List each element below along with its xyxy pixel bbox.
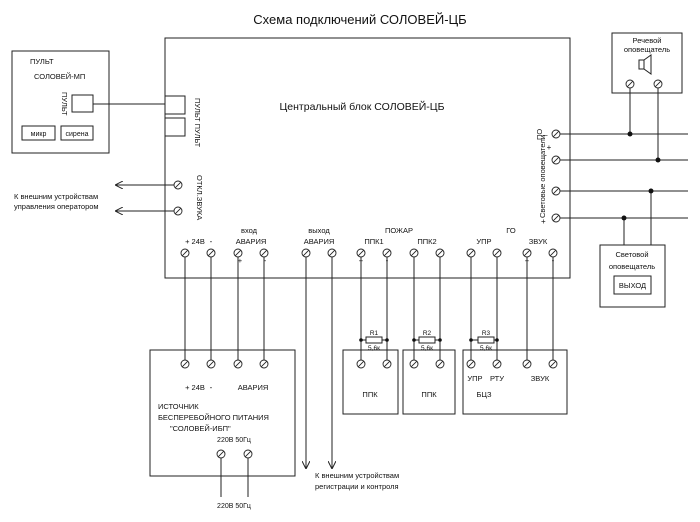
pult-title2: СОЛОВЕЙ-МП xyxy=(34,72,85,81)
bcz-zvuk: ЗВУК xyxy=(531,374,550,383)
pult-connector-1 xyxy=(164,95,186,115)
po-plus: + xyxy=(547,143,552,152)
diagram-title: Схема подключений СОЛОВЕЙ-ЦБ xyxy=(253,12,466,27)
central-block xyxy=(164,37,571,279)
vhod-avaria-label: АВАРИЯ xyxy=(236,237,267,246)
r1-value: 5,6к xyxy=(368,345,380,352)
r3-resistor xyxy=(477,336,495,344)
zvuk-label: ЗВУК xyxy=(529,237,548,246)
mic-button-label: микр xyxy=(31,131,47,138)
vhod-plus: + xyxy=(238,256,243,265)
r2-label: R2 xyxy=(423,330,432,337)
ppk2-box-label: ППК xyxy=(421,390,437,399)
ups-avaria: АВАРИЯ xyxy=(238,383,269,392)
vhod-label: вход xyxy=(241,226,258,235)
light-line2: оповещатель xyxy=(609,262,655,271)
ext-ops-line1: К внешним устройствам xyxy=(14,192,98,201)
mic-button xyxy=(21,125,56,141)
svet-label: Световые оповещатели xyxy=(538,135,547,218)
siren-button-label: сирена xyxy=(66,131,89,138)
ppk1-box-label: ППК xyxy=(362,390,378,399)
go-label: ГО xyxy=(506,226,516,235)
bcz-rtu: РТУ xyxy=(490,374,504,383)
upr-label: УПР xyxy=(476,237,491,246)
speaker-line2: оповещатель xyxy=(624,45,670,54)
ext-reg-line1: К внешним устройствам xyxy=(315,471,399,480)
ups-line3: "СОЛОВЕЙ-ИБП" xyxy=(170,424,231,433)
vyhod-avaria-label: АВАРИЯ xyxy=(304,237,335,246)
bcz-upr: УПР xyxy=(467,374,482,383)
ppk1-box xyxy=(342,349,399,415)
ext-reg-line2: регистрации и контроля xyxy=(315,482,399,491)
pult-connector xyxy=(71,94,94,113)
speaker-icon xyxy=(638,54,652,75)
bcz-name: БЦЗ xyxy=(477,390,492,399)
pozhar-label: ПОЖАР xyxy=(385,226,413,235)
r3-label: R3 xyxy=(482,330,491,337)
pult-title1: ПУЛЬТ xyxy=(30,57,54,66)
light-line1: Световой xyxy=(615,250,648,259)
speaker-line1: Речевой xyxy=(633,36,662,45)
po-label: ПО xyxy=(535,129,544,140)
pult-connector-2 xyxy=(164,117,186,137)
pult-side-label: ПУЛЬТ xyxy=(60,92,69,116)
vyhod-label: выход xyxy=(308,226,330,235)
ppk2-box xyxy=(402,349,456,415)
central-block-label: Центральный блок СОЛОВЕЙ-ЦБ xyxy=(280,100,445,113)
otkl-label: ОТКЛ.ЗВУКА xyxy=(195,175,204,220)
pult-box xyxy=(11,50,110,154)
r2-value: 5,6к xyxy=(421,345,433,352)
bcz-box xyxy=(462,349,568,415)
r1-resistor xyxy=(365,336,383,344)
light-box xyxy=(599,244,666,308)
light-exit-sign xyxy=(613,275,652,295)
ups-ac-outside: 220В 50Гц xyxy=(217,503,251,510)
ppk2-label: ППК2 xyxy=(417,237,436,246)
po-minus: _ xyxy=(542,127,548,136)
r2-resistor xyxy=(418,336,436,344)
ups-plus24: + 24В xyxy=(185,383,205,392)
svet-plus: + xyxy=(541,217,546,226)
ext-ops-line2: управления оператором xyxy=(14,202,99,211)
minus-label: - xyxy=(210,237,213,246)
plus24-label: + 24В xyxy=(185,237,205,246)
ups-minus: - xyxy=(210,383,213,392)
r1-label: R1 xyxy=(370,330,379,337)
ups-line2: БЕСПЕРЕБОЙНОГО ПИТАНИЯ xyxy=(158,413,269,422)
central-pult-label: ПУЛЬТ ПУЛЬТ xyxy=(193,98,202,148)
light-exit-label: ВЫХОД xyxy=(619,281,646,290)
ppk1-label: ППК1 xyxy=(364,237,383,246)
ups-ac-inside: 220В 50Гц xyxy=(217,437,251,444)
ups-box xyxy=(149,349,296,477)
ups-line1: ИСТОЧНИК xyxy=(158,402,199,411)
r3-value: 5,6к xyxy=(480,345,492,352)
siren-button xyxy=(60,125,94,141)
speaker-box xyxy=(611,32,683,94)
vhod-minus: - xyxy=(264,256,267,265)
